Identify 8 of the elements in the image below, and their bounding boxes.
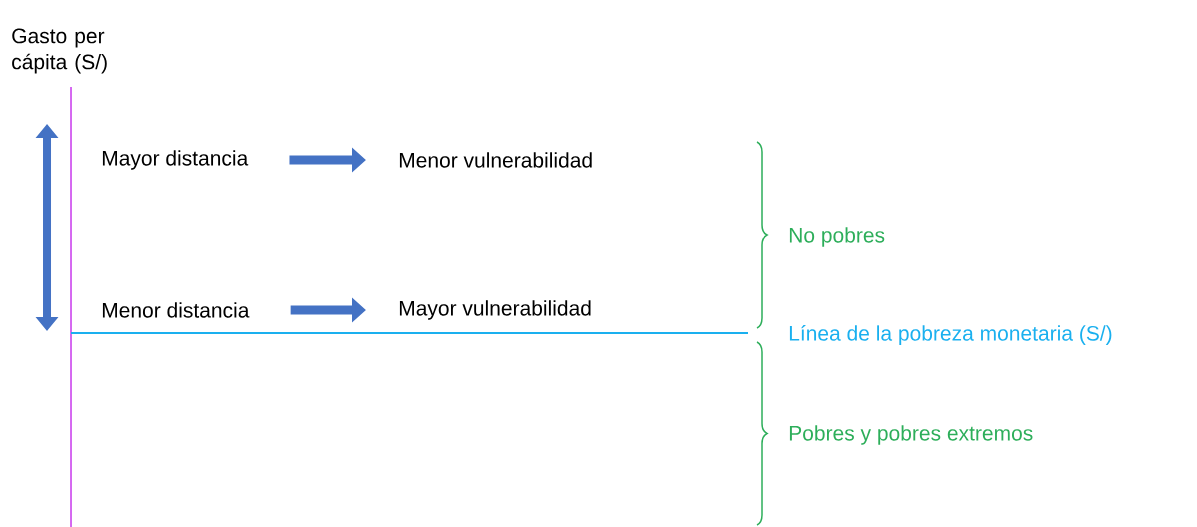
axis-title: Gasto per cápita (S/) [12, 28, 107, 74]
category-label: Pobres y pobres extremos [789, 425, 1033, 445]
text-label: Mayor vulnerabilidad [399, 300, 591, 320]
text-label: Menor distancia [102, 302, 250, 318]
category-label: No pobres [789, 227, 885, 247]
text-label: Menor vulnerabilidad [399, 152, 592, 168]
text-label: Mayor distancia [102, 150, 249, 170]
line-label: Línea de la pobreza monetaria (S/) [789, 325, 1112, 345]
